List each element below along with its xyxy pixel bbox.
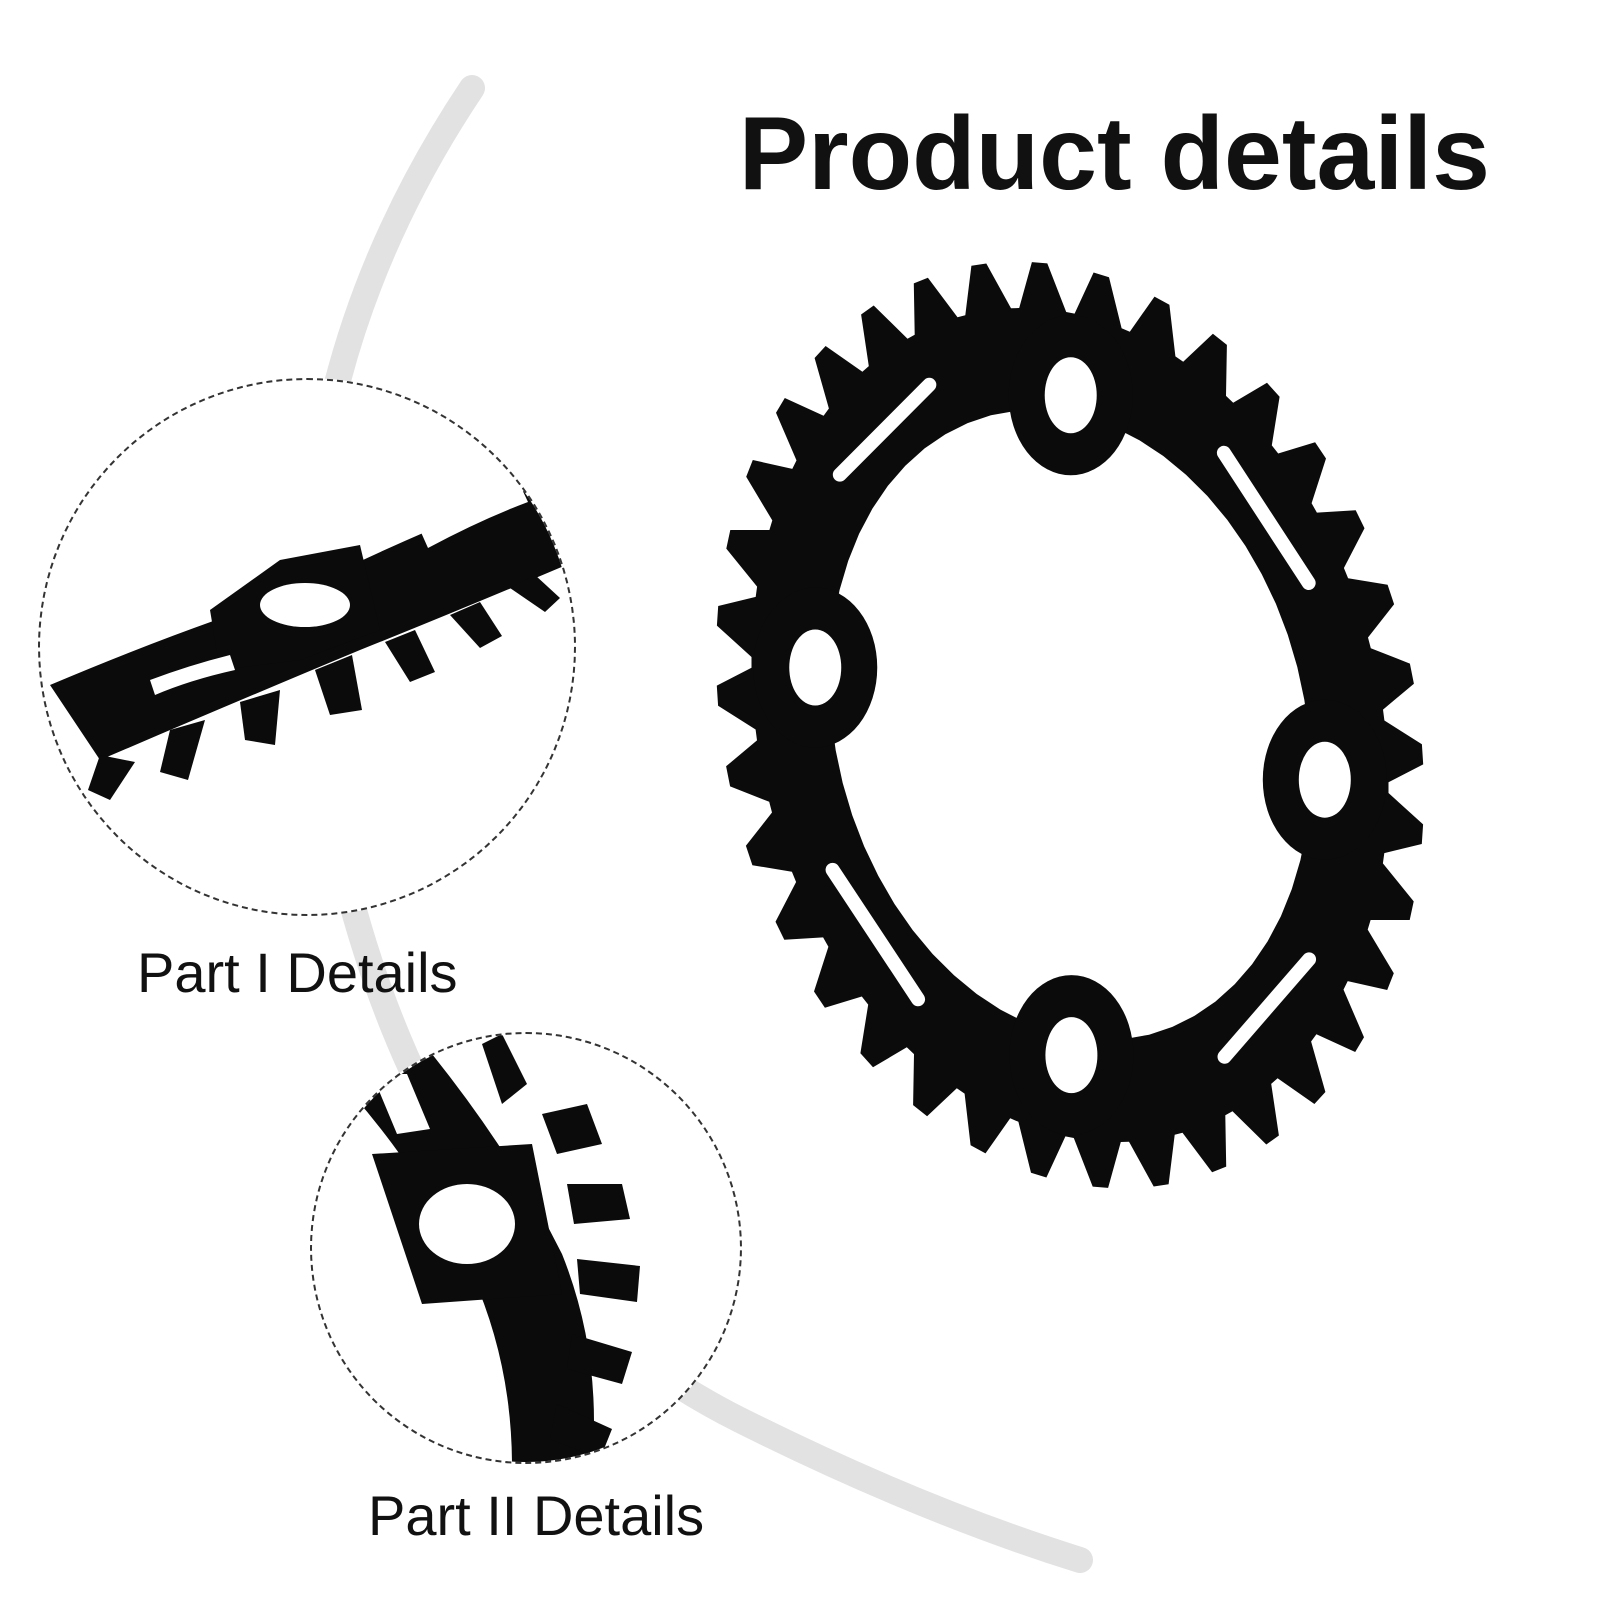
chainring-closeup-2-icon bbox=[352, 1034, 640, 1462]
chainring-closeup-1-icon bbox=[50, 471, 574, 800]
chainring-icon bbox=[716, 262, 1424, 1188]
detail-circle-part-1 bbox=[38, 378, 576, 916]
lightening-slot bbox=[1217, 952, 1317, 1064]
bolt-hole bbox=[1045, 1017, 1098, 1094]
lightening-slot bbox=[825, 862, 926, 1007]
bolt-hole bbox=[1044, 357, 1097, 434]
bolt-hole bbox=[789, 629, 842, 706]
part-2-caption: Part II Details bbox=[368, 1484, 705, 1547]
lightening-slot bbox=[1216, 445, 1316, 590]
lightening-slot bbox=[832, 377, 937, 482]
part-1-caption: Part I Details bbox=[137, 941, 458, 1004]
detail-circle-part-2 bbox=[310, 1032, 742, 1464]
page-title: Product details bbox=[738, 95, 1490, 212]
bolt-hole bbox=[1298, 741, 1351, 818]
